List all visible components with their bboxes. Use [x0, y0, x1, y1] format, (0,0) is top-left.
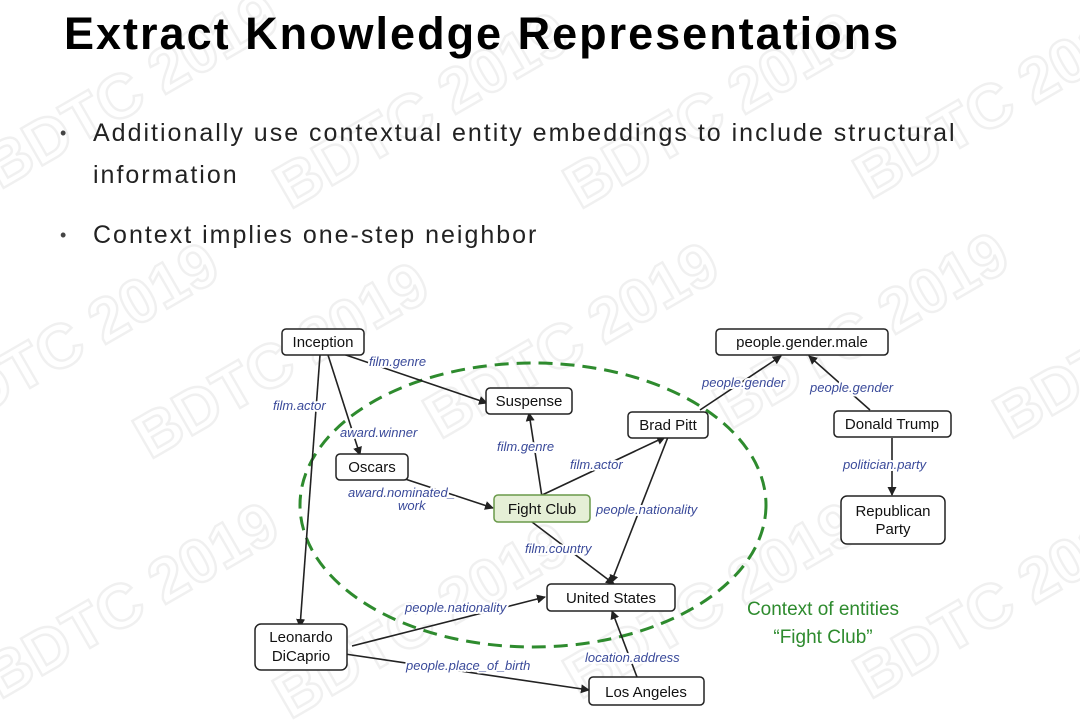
edge-label: award.winner [340, 425, 418, 440]
node-label: Brad Pitt [639, 417, 697, 434]
node-label: Leonardo [269, 629, 332, 646]
edge-label: film.actor [273, 398, 326, 413]
edge-line [531, 521, 615, 585]
edge-label: people.gender [701, 375, 786, 390]
edge-line [351, 594, 546, 647]
node-brad-pitt: Brad Pitt [627, 411, 709, 439]
node-label: Suspense [496, 393, 563, 410]
edge-line [401, 477, 494, 510]
node-los-angeles: Los Angeles [588, 676, 705, 706]
edge-label: work [398, 498, 427, 513]
context-ellipse [298, 361, 768, 649]
node-united-states: United States [546, 583, 676, 612]
node-label: Inception [293, 334, 354, 351]
bullet-text: Additionally use contextual entity embed… [93, 119, 957, 147]
bullet-item: • Additionally use contextual entity emb… [60, 112, 1060, 196]
edge-label: people.nationality [595, 502, 699, 517]
bullet-item: • Context implies one-step neighbor [60, 214, 1060, 256]
bullet-text-continued: information [93, 161, 239, 189]
edge-line [296, 354, 321, 628]
node-label: people.gender.male [736, 334, 868, 351]
node-label: United States [566, 590, 656, 607]
edge-line [539, 436, 666, 497]
node-leonardo-dicaprio: Leonardo DiCaprio [254, 623, 348, 671]
node-inception: Inception [281, 328, 365, 356]
node-label: Fight Club [508, 501, 576, 518]
edge-label: people.gender [809, 380, 894, 395]
node-gender-male: people.gender.male [715, 328, 889, 356]
edge-line [699, 355, 782, 411]
node-republican-party: Republican Party [840, 495, 946, 545]
node-label: Donald Trump [845, 416, 939, 433]
node-label-line2: Party [875, 521, 911, 538]
context-label-entity: “Fight Club” [773, 627, 872, 648]
edge-label: film.actor [570, 457, 623, 472]
slide-title: Extract Knowledge Representations [64, 8, 901, 59]
edge-line [609, 436, 669, 584]
edge-label: award.nominated_ [348, 485, 455, 500]
edge-label: people.place_of_birth [405, 658, 530, 673]
edge-line [344, 653, 590, 694]
edge-line [610, 610, 638, 678]
bullet-dot-icon: • [60, 225, 69, 245]
edge-label: politician.party [842, 457, 928, 472]
context-label: Context of entities [747, 599, 899, 620]
bullet-list: • Additionally use contextual entity emb… [60, 112, 1060, 274]
edge-line [808, 355, 871, 411]
node-label-line2: DiCaprio [272, 648, 330, 665]
node-suspense: Suspense [485, 387, 573, 415]
edge-label: film.country [525, 541, 593, 556]
edge-label: people.nationality [404, 600, 508, 615]
node-oscars: Oscars [335, 453, 409, 481]
node-donald-trump: Donald Trump [833, 410, 952, 438]
node-label: Oscars [348, 459, 396, 476]
edge-line [336, 351, 488, 405]
bullet-dot-icon: • [60, 123, 69, 143]
node-label: Republican [855, 503, 930, 520]
edge-line [525, 412, 543, 498]
node-label: Los Angeles [605, 684, 687, 701]
edge-label: film.genre [497, 439, 554, 454]
edge-line [327, 354, 362, 456]
bullet-text: Context implies one-step neighbor [93, 221, 539, 249]
edge-label: location.address [585, 650, 680, 665]
node-fight-club: Fight Club [493, 494, 591, 523]
edge-label: film.genre [369, 354, 426, 369]
